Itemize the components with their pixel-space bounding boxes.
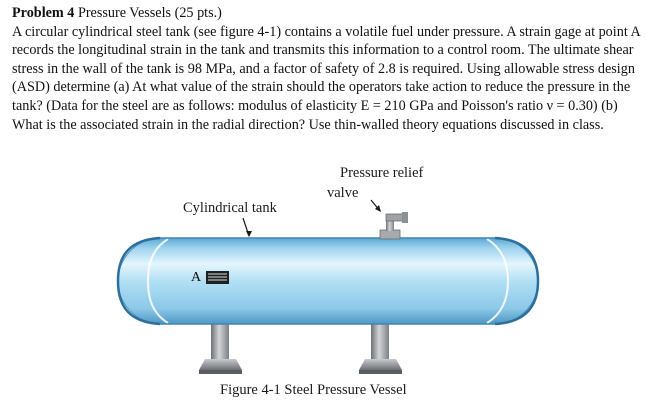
problem-text: A circular cylindrical steel tank (see f… bbox=[12, 23, 640, 133]
point-a-label: A bbox=[191, 270, 202, 285]
problem-heading: Problem 4 bbox=[12, 5, 75, 21]
problem-subtitle: Pressure Vessels (25 pts.) bbox=[77, 5, 222, 21]
pressure-relief-label: Pressure relief bbox=[340, 165, 424, 181]
cylindrical-tank-label: Cylindrical tank bbox=[183, 200, 277, 216]
cylindrical-tank bbox=[116, 236, 540, 326]
strain-gage-a bbox=[206, 271, 229, 284]
relief-valve bbox=[379, 212, 408, 240]
figure-caption: Figure 4-1 Steel Pressure Vessel bbox=[220, 382, 407, 398]
problem-statement: Problem 4 Pressure Vessels (25 pts.) A c… bbox=[12, 4, 640, 134]
valve-label: valve bbox=[327, 185, 359, 201]
